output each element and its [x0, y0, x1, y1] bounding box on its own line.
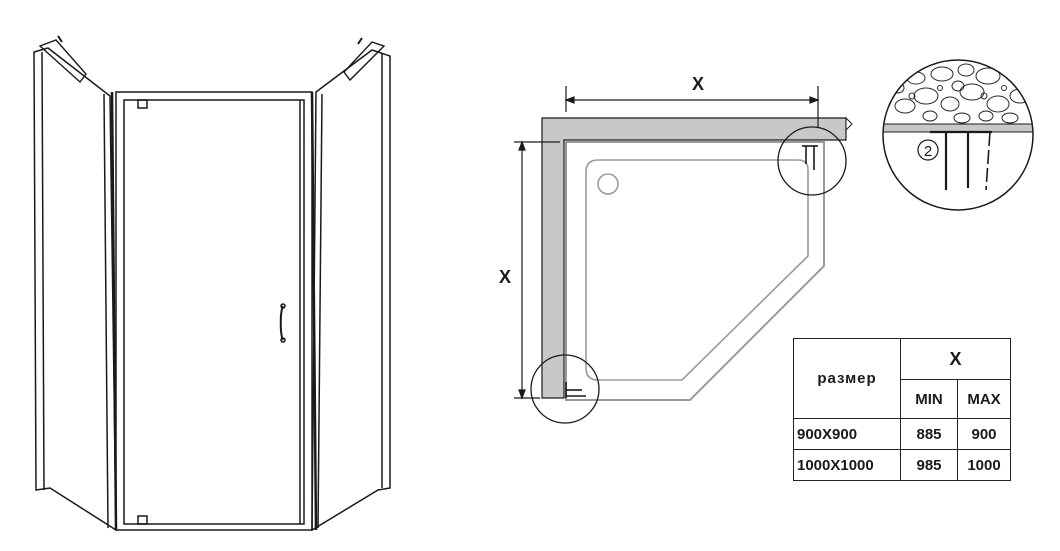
top-hinge [137, 99, 148, 109]
model-cell: 900X900 [793, 418, 901, 450]
x-header: X [900, 338, 1011, 380]
dimension-left-label: X [499, 267, 511, 287]
profile-detail [930, 130, 992, 191]
detail-circle-outline [882, 59, 1034, 211]
bottom-hinge [137, 515, 148, 525]
tray-outline [565, 141, 825, 401]
tray-inner [585, 159, 809, 381]
left-wall-bracket [38, 39, 87, 84]
detail-view: 2 [882, 59, 1034, 211]
min-header: MIN [900, 379, 958, 419]
max-cell: 900 [957, 418, 1011, 450]
plan-detail-circles [530, 126, 847, 424]
table-row: 1000X1000 985 1000 [793, 449, 1011, 481]
right-side-panel [311, 49, 391, 532]
detail-marker-label: 2 [924, 143, 932, 160]
dimension-top [564, 86, 820, 128]
wall-texture [891, 63, 1033, 124]
min-cell: 885 [900, 418, 958, 450]
detail-marker-circle [917, 139, 939, 161]
drain-icon [597, 173, 619, 195]
max-cell: 1000 [957, 449, 1011, 481]
shower-enclosure-front-view [33, 35, 391, 532]
size-table: размер X MIN MAX 900X900 885 900 1000X10… [793, 338, 1011, 481]
min-cell: 985 [900, 449, 958, 481]
door-handle [279, 305, 284, 341]
model-cell: 1000X1000 [793, 449, 901, 481]
right-wall-bracket [343, 41, 386, 82]
size-header: размер [793, 338, 901, 419]
max-header: MAX [957, 379, 1011, 419]
dimension-left [514, 140, 560, 400]
door-frame [115, 91, 313, 531]
wall-surface [883, 123, 1033, 133]
wall-profiles [565, 145, 818, 398]
plan-view: X X [499, 74, 853, 424]
dimension-top-label: X [692, 74, 704, 94]
table-row: 900X900 885 900 [793, 418, 1011, 450]
